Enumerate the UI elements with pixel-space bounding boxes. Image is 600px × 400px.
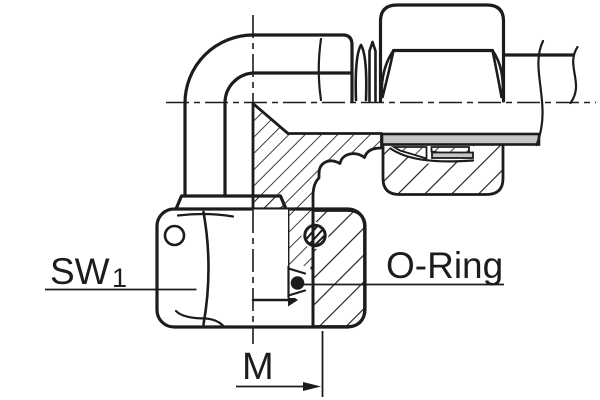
oring-dot [290, 276, 305, 290]
tube [380, 39, 545, 147]
union-nut-silhouette [378, 3, 506, 103]
pipe-break-line [569, 45, 579, 105]
union-nut-left-hex-chamfer [380, 49, 395, 99]
body-hex-face-line [317, 37, 323, 102]
ferrule-bottom-curve [389, 147, 475, 163]
label-wrench-size-subscript: 1 [112, 263, 127, 293]
tube-wall-section [380, 132, 541, 146]
stud-bore-void [253, 209, 288, 300]
body-section-hatch [251, 102, 383, 270]
locknut-hex-face-line [202, 210, 210, 326]
locknut-pin-hole [163, 224, 186, 247]
union-nut-right-hex-chamfer [491, 49, 505, 99]
ferrule-wedge-left [390, 146, 428, 160]
cross-section-hatching [155, 102, 505, 329]
elbow-outer-contour [183, 33, 354, 198]
collar-ring-2 [368, 40, 377, 103]
collar-ring-1 [354, 43, 368, 102]
m-dimension-arrowhead [303, 382, 321, 391]
tube-break-line [535, 39, 545, 147]
locknut-top-face-edge [176, 212, 235, 218]
oring-detail [286, 209, 329, 327]
union-nut-and-pipe [378, 3, 579, 105]
label-thread-dimension: M [242, 346, 274, 388]
annotations: SW 1 O-Ring M [45, 245, 504, 397]
oring-pocket-cone-lines [287, 265, 307, 299]
label-oring: O-Ring [386, 245, 503, 286]
locknut-bottom-face-edge [174, 309, 225, 327]
centerlines [166, 15, 596, 344]
label-wrench-size: SW [50, 251, 110, 292]
tube-end-section [431, 151, 474, 159]
